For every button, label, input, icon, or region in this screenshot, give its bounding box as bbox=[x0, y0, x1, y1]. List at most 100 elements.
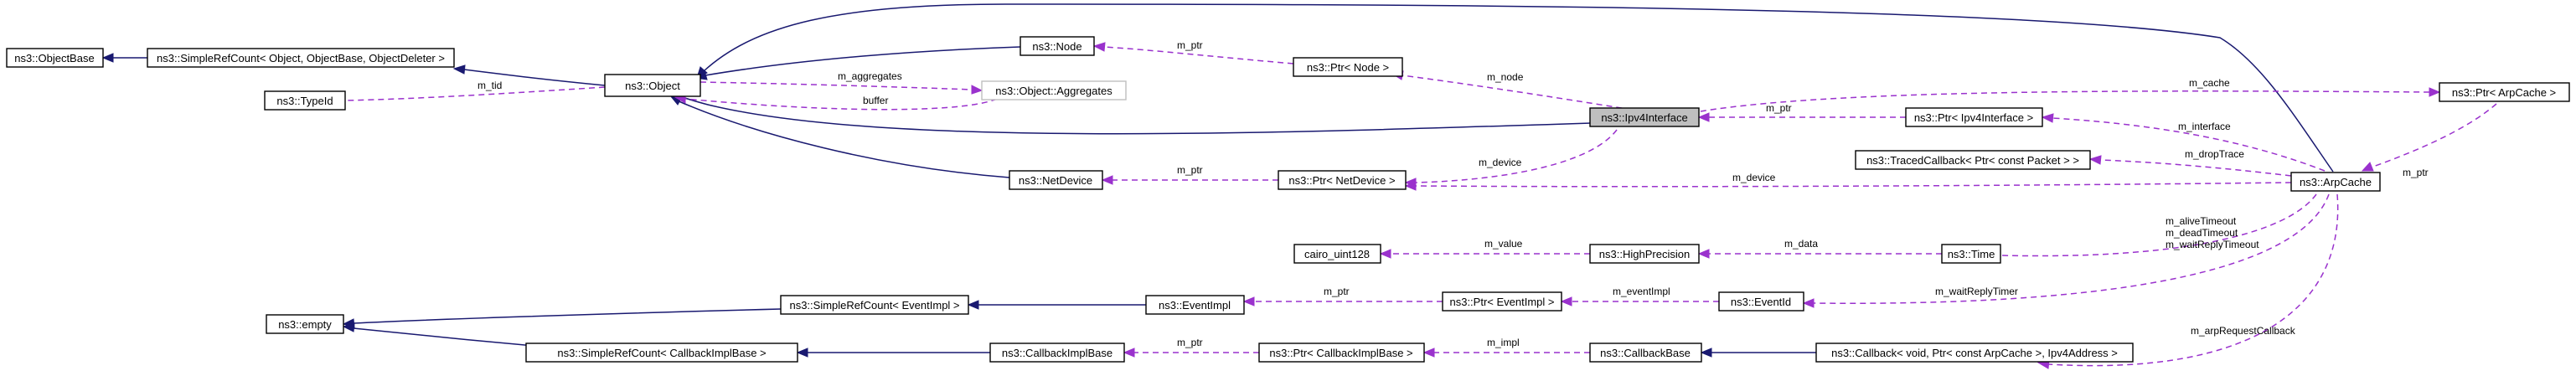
node-aggregates[interactable]: ns3::Object::Aggregates bbox=[981, 80, 1127, 100]
arrowhead bbox=[967, 300, 979, 310]
node-ptr-eventimpl[interactable]: ns3::Ptr< EventImpl > bbox=[1442, 291, 1562, 312]
node-eventimpl[interactable]: ns3::EventImpl bbox=[1145, 295, 1245, 315]
node-tracedcallback[interactable]: ns3::TracedCallback< Ptr< const Packet >… bbox=[1855, 150, 2091, 170]
node-ptr-callbackimplbase[interactable]: ns3::Ptr< CallbackImplBase > bbox=[1258, 343, 1425, 363]
arrowhead bbox=[1101, 175, 1113, 185]
arrowhead bbox=[1802, 298, 1815, 308]
node-callback-arpcache[interactable]: ns3::Callback< void, Ptr< const ArpCache… bbox=[1815, 343, 2134, 363]
edge-label-m_ptr-arpcache: m_ptr bbox=[2403, 167, 2429, 178]
edge-label-m_waitReplyTimer: m_waitReplyTimer bbox=[1935, 286, 2018, 297]
node-label: ns3::HighPrecision bbox=[1599, 248, 1690, 260]
node-netdevice[interactable]: ns3::NetDevice bbox=[1009, 170, 1103, 190]
edge-arpcache-to-object bbox=[703, 3, 2334, 173]
edge-label-m_ptr-ipv4: m_ptr bbox=[1766, 102, 1792, 114]
arrowhead bbox=[1697, 249, 1710, 259]
arrowhead bbox=[2429, 87, 2441, 97]
edge-label-m_node: m_node bbox=[1487, 71, 1524, 83]
edge-label-m_aggregates: m_aggregates bbox=[838, 70, 902, 82]
edge-sr-eventimpl-to-empty bbox=[353, 308, 782, 324]
edge-m_cache bbox=[1700, 90, 2430, 112]
arrowhead bbox=[2361, 162, 2374, 172]
edge-node-to-object bbox=[705, 46, 1021, 76]
edge-label-m_device-ipv4: m_device bbox=[1479, 157, 1522, 168]
edge-label-buffer: buffer bbox=[863, 95, 888, 106]
node-ptr-node[interactable]: ns3::Ptr< Node > bbox=[1293, 57, 1403, 77]
edge-label-m_value: m_value bbox=[1484, 238, 1523, 250]
arrowhead bbox=[342, 322, 355, 332]
node-label: ns3::TypeId bbox=[276, 95, 333, 107]
edge-label-m_arpRequestCallback: m_arpRequestCallback bbox=[2191, 325, 2296, 337]
node-highprecision[interactable]: ns3::HighPrecision bbox=[1589, 244, 1700, 264]
arrowhead bbox=[1379, 249, 1391, 259]
node-label: ns3::empty bbox=[278, 318, 332, 331]
arrowhead bbox=[452, 64, 466, 75]
node-label: ns3::SimpleRefCount< CallbackImplBase > bbox=[557, 347, 766, 359]
node-label: ns3::Object::Aggregates bbox=[995, 85, 1112, 97]
node-label: ns3::Callback< void, Ptr< const ArpCache… bbox=[1831, 347, 2118, 359]
node-label: ns3::CallbackImplBase bbox=[1002, 347, 1112, 359]
edge-m_arpRequestCallback bbox=[2047, 193, 2339, 367]
edge-label-m_tid: m_tid bbox=[478, 80, 502, 91]
arrowhead bbox=[1092, 42, 1106, 52]
arrowhead bbox=[1700, 348, 1712, 358]
node-label: ns3::TracedCallback< Ptr< const Packet >… bbox=[1866, 154, 2079, 167]
node-label: ns3::Ptr< ArpCache > bbox=[2452, 86, 2556, 99]
node-simplerefcount-object[interactable]: ns3::SimpleRefCount< Object, ObjectBase,… bbox=[147, 48, 455, 68]
node-objectbase[interactable]: ns3::ObjectBase bbox=[6, 48, 104, 68]
node-ipv4interface[interactable]: ns3::Ipv4Interface bbox=[1589, 107, 1700, 127]
edge-label-m_interface: m_interface bbox=[2178, 121, 2231, 132]
node-simplerefcount-eventimpl[interactable]: ns3::SimpleRefCount< EventImpl > bbox=[780, 295, 969, 315]
node-label: ns3::Time bbox=[1948, 248, 1995, 260]
edge-m_waitReplyTimer bbox=[1813, 193, 2330, 304]
class-nodes: ns3::ObjectBase ns3::SimpleRefCount< Obj… bbox=[6, 36, 2570, 363]
node-label: ns3::Ptr< CallbackImplBase > bbox=[1269, 347, 1412, 359]
edge-timeouts bbox=[2000, 193, 2317, 257]
arrowhead bbox=[101, 53, 114, 63]
edge-label-m_ptr-node: m_ptr bbox=[1177, 39, 1203, 51]
edge-label-m_data: m_data bbox=[1784, 238, 1818, 250]
arrowhead bbox=[1697, 112, 1710, 122]
node-label: ns3::ArpCache bbox=[2300, 176, 2372, 188]
edge-m_tid bbox=[344, 86, 606, 101]
arrowhead bbox=[1422, 348, 1435, 358]
arrowhead bbox=[1123, 348, 1135, 358]
edge-label-m_impl: m_impl bbox=[1487, 337, 1520, 348]
edge-label-m_ptr-eventimpl: m_ptr bbox=[1324, 286, 1350, 297]
node-label: ns3::NetDevice bbox=[1019, 174, 1092, 187]
node-object[interactable]: ns3::Object bbox=[604, 74, 701, 97]
arrowhead bbox=[971, 85, 983, 95]
edge-label-m_eventImpl: m_eventImpl bbox=[1613, 286, 1670, 297]
node-label: ns3::EventId bbox=[1731, 296, 1791, 308]
arrowhead bbox=[796, 348, 808, 358]
node-label: ns3::EventImpl bbox=[1159, 299, 1231, 312]
node-callbackimplbase[interactable]: ns3::CallbackImplBase bbox=[989, 343, 1125, 363]
node-node[interactable]: ns3::Node bbox=[1020, 36, 1095, 56]
node-label: ns3::SimpleRefCount< EventImpl > bbox=[789, 299, 959, 312]
node-arpcache[interactable]: ns3::ArpCache bbox=[2290, 172, 2381, 192]
edge-m_node bbox=[1402, 75, 1643, 112]
node-callbackbase[interactable]: ns3::CallbackBase bbox=[1589, 343, 1702, 363]
edge-m_aggregates bbox=[699, 81, 973, 90]
node-typeid[interactable]: ns3::TypeId bbox=[264, 90, 346, 111]
node-ptr-ipv4interface[interactable]: ns3::Ptr< Ipv4Interface > bbox=[1905, 107, 2043, 127]
node-label: ns3::Ptr< NetDevice > bbox=[1288, 174, 1395, 187]
edge-label-m_ptr-netdevice: m_ptr bbox=[1177, 164, 1203, 176]
edge-m_dropTrace bbox=[2099, 159, 2292, 177]
arrowhead bbox=[1560, 296, 1572, 306]
edge-label-m_device-arp: m_device bbox=[1732, 172, 1776, 183]
edge-m_ptr-arpcache bbox=[2370, 103, 2497, 168]
node-label: ns3::Object bbox=[625, 80, 680, 92]
node-cairo-uint128[interactable]: cairo_uint128 bbox=[1293, 244, 1381, 264]
node-time[interactable]: ns3::Time bbox=[1941, 244, 2001, 264]
node-empty[interactable]: ns3::empty bbox=[266, 314, 344, 334]
arrowhead bbox=[1404, 181, 1417, 191]
node-ptr-netdevice[interactable]: ns3::Ptr< NetDevice > bbox=[1278, 170, 1407, 190]
edge-netdevice-to-object bbox=[676, 100, 1010, 178]
node-label: ns3::Ipv4Interface bbox=[1601, 111, 1687, 124]
node-ptr-arpcache[interactable]: ns3::Ptr< ArpCache > bbox=[2439, 82, 2570, 102]
node-eventid[interactable]: ns3::EventId bbox=[1718, 291, 1804, 312]
node-simplerefcount-callbackimplbase[interactable]: ns3::SimpleRefCount< CallbackImplBase > bbox=[525, 343, 798, 363]
node-label: ns3::CallbackBase bbox=[1600, 347, 1691, 359]
